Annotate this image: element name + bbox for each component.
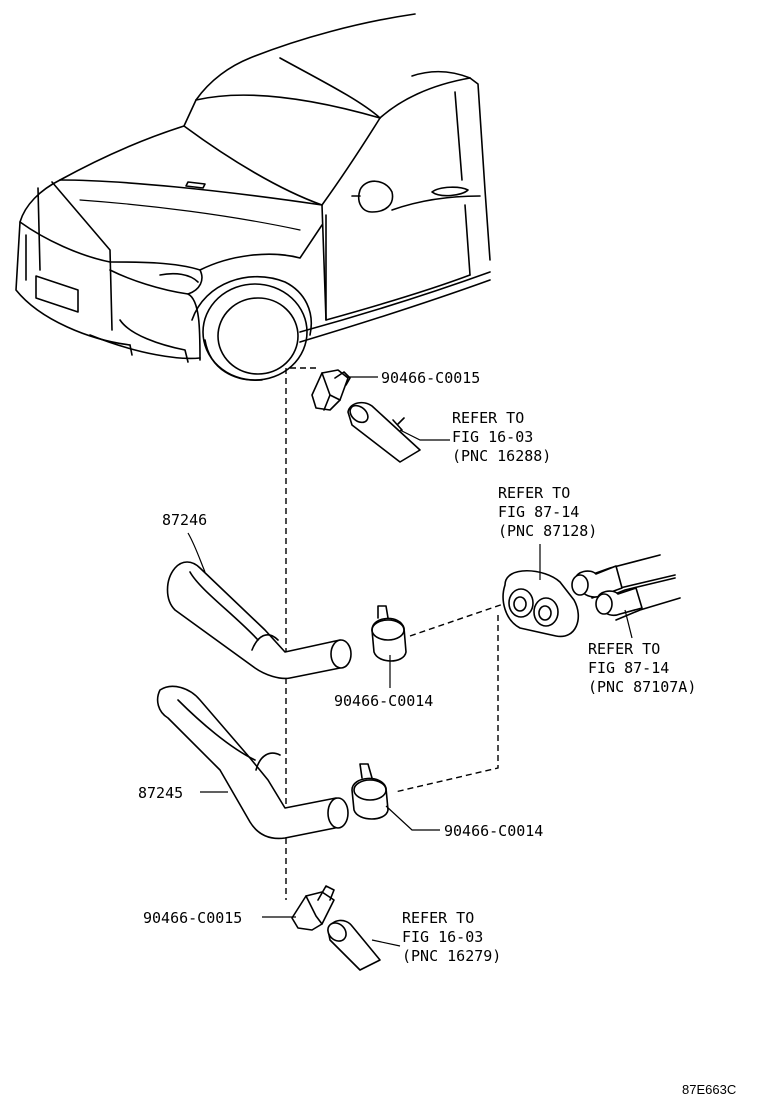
ref-label-87128-line1: REFER TO	[498, 484, 570, 502]
ref-label-87128-line2: FIG 87-14	[498, 503, 579, 521]
part-label-90466-c0014-lower: 90466-C0014	[444, 822, 543, 840]
leader-lines	[187, 376, 633, 947]
hose-clamp-upper	[371, 605, 407, 662]
hose-end-lower	[327, 919, 381, 971]
grommet	[502, 570, 580, 638]
ref-label-16279-line3: (PNC 16279)	[402, 947, 501, 965]
hose-87245	[156, 685, 349, 840]
part-label-90466-c0015-lower: 90466-C0015	[143, 909, 242, 927]
hose-end-upper	[347, 401, 421, 463]
ref-label-16288-line1: REFER TO	[452, 409, 524, 427]
ref-label-87107a-line1: REFER TO	[588, 640, 660, 658]
hose-87246	[166, 561, 352, 680]
bleeder-plug-upper	[311, 369, 351, 411]
part-label-87246: 87246	[162, 511, 207, 529]
bleeder-plug-lower	[291, 885, 335, 931]
figure-code: 87E663C	[682, 1082, 736, 1097]
ref-label-16279-line1: REFER TO	[402, 909, 474, 927]
ref-label-87128-line3: (PNC 87128)	[498, 522, 597, 540]
heater-pipes	[571, 554, 681, 621]
ref-label-16288-line3: (PNC 16288)	[452, 447, 551, 465]
ref-label-16279-line2: FIG 16-03	[402, 928, 483, 946]
ref-label-87107a-line3: (PNC 87107A)	[588, 678, 696, 696]
ref-label-87107a-line2: FIG 87-14	[588, 659, 669, 677]
part-label-90466-c0015-upper: 90466-C0015	[381, 369, 480, 387]
hose-clamp-lower	[351, 763, 389, 820]
ref-label-16288-line2: FIG 16-03	[452, 428, 533, 446]
part-label-90466-c0014-upper: 90466-C0014	[334, 692, 433, 710]
vehicle-illustration	[15, 13, 491, 381]
callout-labels: 90466-C0015 REFER TO FIG 16-03 (PNC 1628…	[138, 369, 736, 1097]
part-label-87245: 87245	[138, 784, 183, 802]
